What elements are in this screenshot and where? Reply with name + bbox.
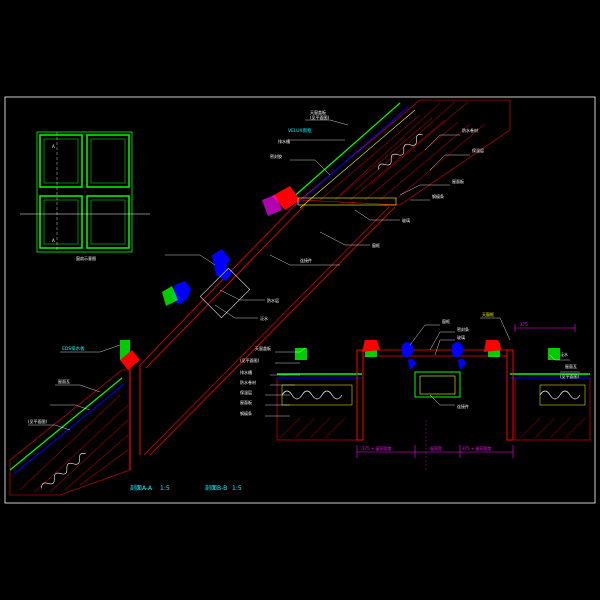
aa-label-4: 保温层 — [472, 147, 484, 153]
bb-dim-label-1: 窗洞宽 — [430, 445, 442, 451]
aa-label-5: 屋面板 — [452, 178, 464, 184]
bb-label-0: 天窗盖板 — [255, 345, 271, 351]
aa-label-3: 防水卷材 — [462, 127, 478, 133]
aa-label-8: 玻璃 — [402, 217, 410, 223]
bb-label-12: (见平面图) — [560, 373, 580, 379]
bb-label-5: 排水槽 — [240, 369, 252, 375]
section-aa: 天窗盖板 (见平面图) VELUX窗框 排水槽 密封胶 防水卷材 保温层 屋面板… — [9, 99, 511, 496]
drawing-frame — [4, 96, 596, 504]
aa-title: 剖面A-A — [130, 484, 153, 492]
bb-title: 剖面B-B — [205, 484, 227, 492]
bb-dim-label-0: 375 + 窗洞宽度 — [362, 445, 392, 451]
bb-label-13: 连接件 — [457, 403, 469, 409]
bb-label-2: 窗框 — [442, 318, 450, 324]
aa-scale: 1:5 — [160, 485, 170, 492]
aa-label-14: 屋面瓦 — [58, 378, 70, 384]
bb-label-11: 屋面瓦 — [565, 363, 577, 369]
aa-label-10: 连接件 — [300, 257, 312, 263]
bb-label-7: 保温层 — [240, 389, 252, 395]
elevation-marker-top: A — [52, 144, 55, 149]
aa-label-12: 泛水 — [260, 315, 268, 321]
bb-label-6: 防水卷材 — [240, 379, 256, 385]
bb-label-8: 屋面板 — [240, 399, 252, 405]
elevation-marker-bottom: A — [52, 238, 55, 243]
aa-label-0: 天窗盖板 — [310, 109, 326, 115]
aa-label-9: 窗框 — [372, 242, 380, 248]
aa-label-7: 密封胶 — [270, 153, 282, 159]
bb-label-14: 天窗框 — [482, 311, 494, 317]
bb-label-1: (见平面图) — [240, 357, 260, 363]
bb-label-3: 密封条 — [457, 326, 469, 332]
aa-label-13: 防水层 — [267, 297, 279, 303]
aa-label-2: 排水槽 — [278, 138, 290, 144]
section-bb: 375 + 窗洞宽度 窗洞宽 375 + 窗洞宽度 375 天窗盖板 (见平面图… — [205, 311, 591, 492]
aa-label-1: VELUX窗框 — [288, 127, 312, 134]
aa-label-6: 钢檩条 — [432, 193, 444, 199]
bb-label-4: 玻璃 — [457, 334, 465, 340]
bb-label-9: 钢檩条 — [240, 410, 252, 416]
aa-label-11: EDS排水板 — [62, 345, 85, 352]
aa-label-16: (见平面图) — [28, 418, 48, 424]
bb-dim-0: 375 — [520, 322, 528, 327]
aa-label-15: (见平面图) — [310, 114, 330, 120]
elevation-caption: 窗扇示意图 — [76, 255, 96, 261]
bb-dim-label-2: 375 + 窗洞宽度 — [462, 445, 492, 451]
window-elevation: A A 窗扇示意图 — [20, 131, 150, 261]
bb-scale: 1:5 — [232, 485, 242, 492]
bb-label-10: 泛水 — [560, 351, 568, 357]
